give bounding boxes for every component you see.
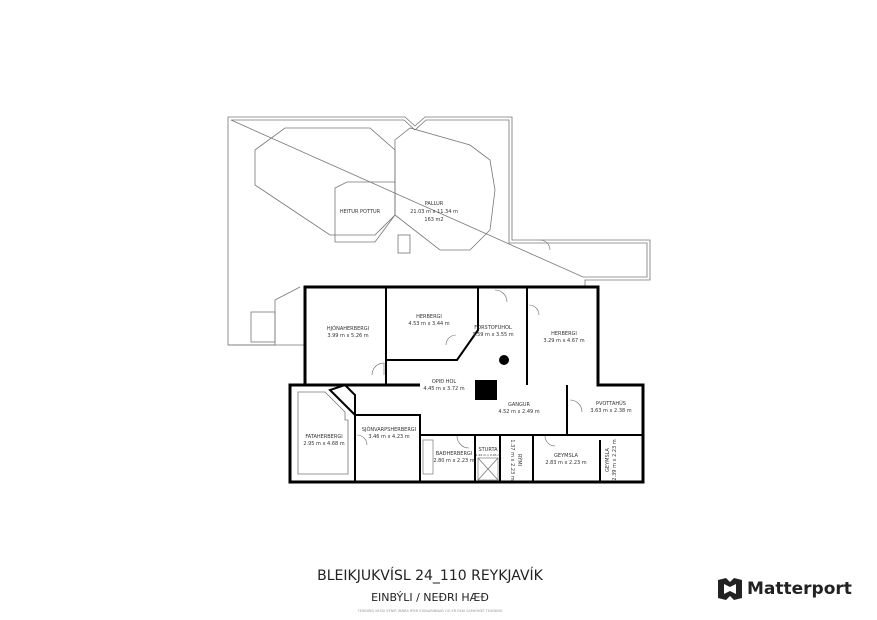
svg-text:PALLUR: PALLUR xyxy=(425,201,444,207)
brand-name: Matterport xyxy=(747,579,852,599)
svg-text:GEYMSLA: GEYMSLA xyxy=(554,453,578,459)
svg-text:GEYMSLA: GEYMSLA xyxy=(605,447,611,471)
disclaimer-text: TEIKNING ÞESSI SÝNIR INNRA RÝMI EIGNARIN… xyxy=(357,609,503,613)
svg-text:OPIÐ HOL: OPIÐ HOL xyxy=(432,379,457,385)
room-label-herbergi-2: HERBERGI 3.29 m x 4.67 m xyxy=(543,331,584,344)
room-label-geymsla-2: GEYMSLA 2.39 m x 2.23 m xyxy=(605,439,618,480)
room-label-forstofuhol: FORSTOFUHOL 3.59 m x 3.55 m xyxy=(472,325,513,338)
svg-text:4.53 m x 3.44 m: 4.53 m x 3.44 m xyxy=(408,321,449,327)
room-label-herbergi-1: HERBERGI 4.53 m x 3.44 m xyxy=(408,314,449,327)
svg-text:HJÓNAHERBERGI: HJÓNAHERBERGI xyxy=(327,325,369,332)
svg-text:SJÓNVARPSHERBERGI: SJÓNVARPSHERBERGI xyxy=(362,426,416,433)
svg-text:21.03 m x 11.34 m: 21.03 m x 11.34 m xyxy=(410,209,458,215)
svg-text:BAÐHERBERGI: BAÐHERBERGI xyxy=(436,451,473,457)
matterport-logo-icon xyxy=(718,578,742,600)
room-label-sjonvarpsherbergi: SJÓNVARPSHERBERGI 3.46 m x 4.23 m xyxy=(362,426,416,440)
svg-text:4.45 m x 3.72 m: 4.45 m x 3.72 m xyxy=(423,386,464,392)
property-title: BLEIKJUKVÍSL 24_110 REYKJAVÍK xyxy=(317,568,543,584)
svg-text:3.29 m x 4.67 m: 3.29 m x 4.67 m xyxy=(543,338,584,344)
doors xyxy=(356,239,583,481)
deck-inner-shape xyxy=(394,127,496,251)
svg-text:2.95 m x 4.68 m: 2.95 m x 4.68 m xyxy=(303,441,344,447)
svg-text:163 m2: 163 m2 xyxy=(424,217,443,223)
svg-text:4.52 m x 2.49 m: 4.52 m x 2.49 m xyxy=(498,409,539,415)
svg-text:STURTA: STURTA xyxy=(478,447,498,453)
room-label-rymi: RÝMI 1.37 m x 2.23 m xyxy=(509,439,523,480)
interior-walls xyxy=(297,287,643,482)
room-label-gangur: GANGUR 4.52 m x 2.49 m xyxy=(498,402,539,415)
svg-text:3.59 m x 3.55 m: 3.59 m x 3.55 m xyxy=(472,332,513,338)
room-label-fataherbergi: FATAHERBERGI 2.95 m x 4.68 m xyxy=(303,434,344,447)
svg-text:FATAHERBERGI: FATAHERBERGI xyxy=(305,434,342,440)
svg-text:3.46 m x 4.23 m: 3.46 m x 4.23 m xyxy=(368,434,409,440)
svg-text:3.63 m x 2.38 m: 3.63 m x 2.38 m xyxy=(590,408,631,414)
svg-text:3.99 m x 5.26 m: 3.99 m x 5.26 m xyxy=(327,333,368,339)
room-label-thvottahus: ÞVOTTAHÚS 3.63 m x 2.38 m xyxy=(590,400,631,414)
svg-text:HERBERGI: HERBERGI xyxy=(416,314,442,320)
room-label-pallur: PALLUR 21.03 m x 11.34 m 163 m2 xyxy=(410,201,458,223)
matterport-logo: Matterport xyxy=(718,578,852,600)
room-label-geymsla-1: GEYMSLA 2.83 m x 2.23 m xyxy=(545,453,586,466)
svg-text:2.39 m x 2.23 m: 2.39 m x 2.23 m xyxy=(612,439,618,480)
svg-text:RÝMI: RÝMI xyxy=(516,454,523,466)
svg-text:ÞVOTTAHÚS: ÞVOTTAHÚS xyxy=(596,400,626,407)
room-label-heitur-pottur: HEITUR POTTUR xyxy=(340,209,381,215)
svg-text:2.83 m x 2.23 m: 2.83 m x 2.23 m xyxy=(545,460,586,466)
room-label-badherbergi: BAÐHERBERGI 2.80 m x 2.23 m xyxy=(433,451,474,464)
svg-text:GANGUR: GANGUR xyxy=(508,402,531,408)
room-label-sturta: STURTA 1.20 m x 0.93 m xyxy=(476,447,501,457)
svg-text:1.20 m x 0.93 m: 1.20 m x 0.93 m xyxy=(476,453,501,457)
hot-tub xyxy=(254,127,396,243)
svg-text:FORSTOFUHOL: FORSTOFUHOL xyxy=(474,325,512,331)
svg-text:HERBERGI: HERBERGI xyxy=(551,331,577,337)
svg-text:2.80 m x 2.23 m: 2.80 m x 2.23 m xyxy=(433,458,474,464)
room-label-opid-hol: OPIÐ HOL 4.45 m x 3.72 m xyxy=(423,379,464,392)
room-label-hjonaherbergi: HJÓNAHERBERGI 3.99 m x 5.26 m xyxy=(327,325,369,339)
property-subtitle: EINBÝLI / NEÐRI HÆÐ xyxy=(371,591,489,604)
deck-outline xyxy=(227,116,651,346)
svg-text:1.37 m x 2.23 m: 1.37 m x 2.23 m xyxy=(509,439,515,480)
